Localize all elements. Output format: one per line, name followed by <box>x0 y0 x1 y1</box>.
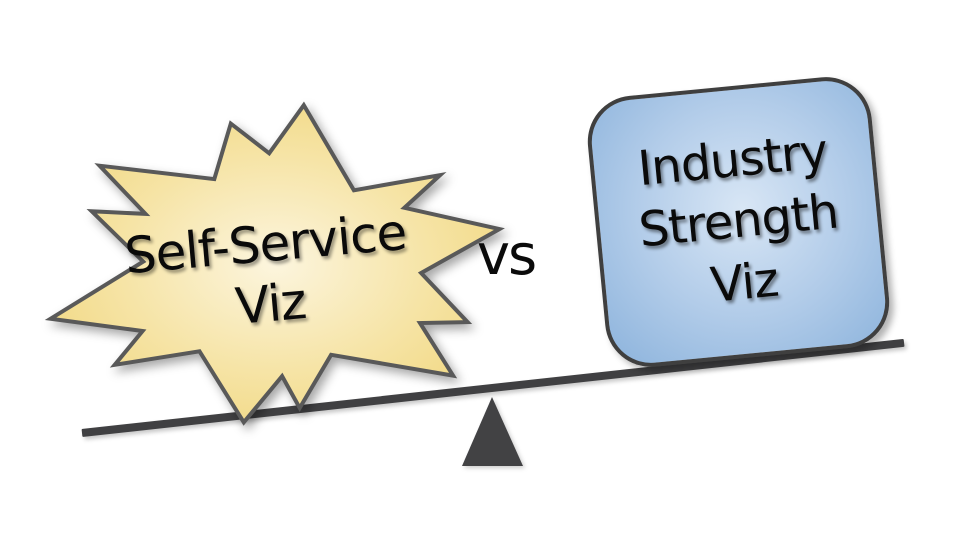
right-shape-label: Industry Strength Viz <box>635 123 841 314</box>
seesaw-fulcrum-triangle <box>462 397 523 466</box>
explosion-star-shape <box>44 101 505 426</box>
vs-label: vs <box>476 223 537 288</box>
explosion-star-polygon <box>44 101 505 426</box>
rounded-rect-shape: Industry Strength Viz <box>583 72 894 372</box>
